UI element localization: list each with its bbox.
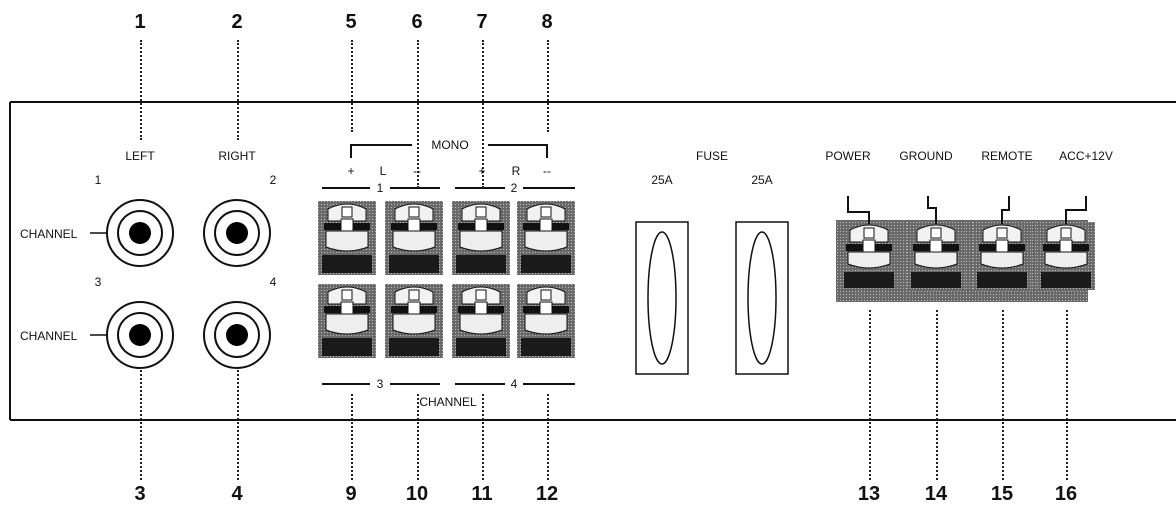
speaker-l-label: L [379,164,387,178]
callout-9: 9 [345,483,357,505]
remote-label: REMOTE [981,149,1033,163]
leader-line-13 [869,310,871,480]
callout-13: 13 [857,483,881,505]
leader-line-1 [140,40,142,140]
callout-7: 7 [476,11,488,33]
rca-channel-label-top: CHANNEL [20,227,78,241]
callout-16: 16 [1054,483,1078,505]
leader-line-6 [417,40,419,188]
rca-jack-4 [203,301,271,369]
callout-6: 6 [411,11,423,33]
callout-3: 3 [134,483,146,505]
leader-line-3 [140,370,142,480]
leader-line-9 [351,394,353,480]
speaker-minus-r: -- [543,164,551,178]
speaker-plus-l: + [347,164,355,178]
fuse-right [735,221,789,375]
callout-12: 12 [535,483,559,505]
fuse-title: FUSE [695,149,729,163]
leader-line-16 [1066,310,1068,480]
callout-5: 5 [345,11,357,33]
callout-10: 10 [405,483,429,505]
leader-line-5 [351,40,353,132]
leader-line-8 [547,40,549,132]
speaker-ch2: 2 [510,181,518,195]
speaker-terminal-3-plus [317,283,377,359]
speaker-channel-label: CHANNEL [419,395,477,409]
fuse-rating-right: 25A [751,173,773,187]
acc-terminal [1036,221,1096,291]
speaker-terminal-2-minus [516,200,576,276]
leader-line-12 [547,394,549,480]
speaker-plus-r: + [478,164,486,178]
leader-line-14 [936,310,938,480]
speaker-ch4: 4 [510,377,518,391]
speaker-terminal-1-plus [317,200,377,276]
speaker-r-label: R [511,164,521,178]
ground-label: GROUND [899,149,953,163]
mono-label: MONO [431,138,469,152]
speaker-ch3: 3 [376,377,384,391]
remote-terminal [972,221,1032,291]
ground-terminal [906,221,966,291]
leader-line-4 [237,370,239,480]
rca-jack-1 [106,199,174,267]
rca-ch4-label: 4 [269,275,277,289]
callout-8: 8 [541,11,553,33]
power-terminal [839,221,899,291]
rca-ch3-label: 3 [94,275,102,289]
leader-line-15 [1002,310,1004,480]
power-label: POWER [825,149,871,163]
callout-2: 2 [231,11,243,33]
acc-label: ACC+12V [1059,149,1113,163]
leader-line-11 [482,394,484,480]
fuse-left [635,221,689,375]
speaker-terminal-1-minus [384,200,444,276]
rca-right-label: RIGHT [218,149,256,163]
speaker-terminal-2-plus [451,200,511,276]
rca-channel-label-bottom: CHANNEL [20,329,78,343]
rca-jack-2 [203,199,271,267]
callout-11: 11 [471,483,493,505]
rca-left-label: LEFT [125,149,155,163]
callout-15: 15 [990,483,1014,505]
speaker-terminal-4-minus [516,283,576,359]
rca-ch1-label: 1 [94,173,102,187]
fuse-rating-left: 25A [651,173,673,187]
speaker-terminal-3-minus [384,283,444,359]
speaker-terminal-4-plus [451,283,511,359]
speaker-ch1: 1 [376,181,384,195]
rca-jack-3 [106,301,174,369]
rca-ch2-label: 2 [269,173,277,187]
callout-4: 4 [231,483,243,505]
leader-line-7 [482,40,484,188]
leader-line-2 [237,40,239,140]
callout-1: 1 [134,11,146,33]
speaker-minus-l: -- [413,164,421,178]
callout-14: 14 [924,483,948,505]
leader-line-10 [417,394,419,480]
